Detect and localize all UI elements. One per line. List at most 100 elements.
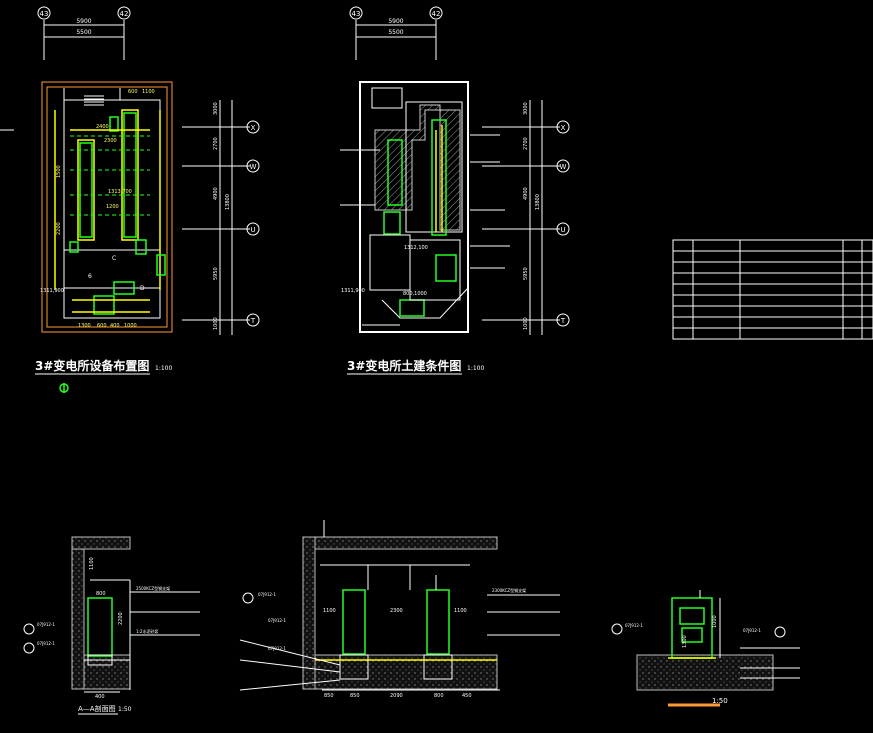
lbl-1000: 1000 (124, 323, 137, 329)
sa-dim-800: 800 (96, 591, 106, 597)
rdim-4-r: 13800 (535, 194, 541, 210)
rdim-5: 5950 (213, 267, 219, 280)
lbl-d: D (140, 285, 145, 292)
sb-note-4: 07J912-1 (268, 646, 286, 651)
axis-bubble-w-r (556, 159, 570, 173)
sb-dim-2: 2300 (390, 608, 403, 614)
rdim-3: 4900 (213, 187, 219, 200)
lbl-400: 400 (110, 323, 120, 329)
lbl-2300: 2300 (104, 138, 117, 144)
sb-dim-4: 850 (324, 693, 334, 699)
trench-left (387, 139, 403, 206)
lbl-800-1000: 800,1000 (403, 291, 427, 297)
lbl-600b: 600 (97, 323, 107, 329)
top-dim-1-r: 5900 (388, 18, 403, 25)
cabinet-a (87, 597, 113, 657)
axis-t: T (250, 317, 256, 325)
sa-note-3: 07J912-1 (37, 622, 55, 627)
sb-note-3: 07J912-1 (268, 618, 286, 623)
schedule-table (672, 239, 873, 340)
section-a: 1100 2200 800 400 2500KCZ型钢支架 1:2水泥砂浆 07… (23, 536, 200, 715)
axis-w-r: W (560, 163, 567, 171)
grid-bubble-42 (117, 6, 131, 20)
axis-bubble-x-r (556, 120, 570, 134)
grid-label-43-r: 43 (352, 10, 361, 18)
axis-u-r: U (560, 226, 565, 234)
top-dim-2-r: 5500 (388, 29, 403, 36)
lbl-2400: 2400 (96, 124, 109, 130)
plan-right-title: 3#变电所土建条件图 (347, 358, 461, 373)
sc-dim-1: 1000 (712, 615, 718, 628)
sb-dim-8: 450 (462, 693, 472, 699)
axis-u: U (250, 226, 255, 234)
lbl-600: 600 (128, 89, 138, 95)
switchgear-row-left (77, 139, 95, 241)
lbl-1311-900: 1311,900 (40, 288, 64, 294)
sb-dim-7: 800 (434, 693, 444, 699)
sa-dim-400: 400 (95, 694, 105, 700)
sc-note-2: 07J912-1 (743, 628, 761, 633)
section-b: 1100 2300 1100 850 850 2090 800 450 2300… (239, 520, 560, 699)
grid-bubble-43 (37, 6, 51, 20)
axis-t-r: T (560, 317, 566, 325)
sb-dim-3: 1100 (454, 608, 467, 614)
transformer (93, 295, 115, 315)
sb-dim-5: 850 (350, 693, 360, 699)
axis-bubble-t (246, 313, 260, 327)
grid-label-42-r: 42 (432, 10, 441, 18)
sa-note-2: 1:2水泥砂浆 (136, 628, 158, 634)
sc-note-1: 07J912-1 (625, 623, 643, 628)
axis-w: W (250, 163, 257, 171)
top-dim-1: 5900 (76, 18, 91, 25)
lbl-1200: 1200 (106, 204, 119, 210)
grid-bubble-43-r (349, 6, 363, 20)
rdim-2: 2700 (213, 137, 219, 150)
axis-bubble-x (246, 120, 260, 134)
section-a-scale: 1:50 (118, 706, 132, 713)
rdim-1-r: 3000 (523, 102, 529, 115)
axis-bubble-u-r (556, 222, 570, 236)
axis-bubble-w (246, 159, 260, 173)
rdim-6: 1000 (213, 317, 219, 330)
rdim-6-r: 1000 (523, 317, 529, 330)
plan-right: 43 42 5900 5500 1312,100 800,1000 1311,9… (340, 6, 570, 375)
axis-x-r: X (561, 124, 566, 132)
lbl-1100: 1100 (142, 89, 155, 95)
lbl-6: 6 (88, 273, 92, 280)
sb-note-1: 07J912-1 (258, 592, 276, 597)
outer-wall (41, 81, 173, 333)
trench-right (431, 119, 447, 236)
sa-note-1: 2500KCZ型钢支架 (136, 585, 170, 591)
rdim-1: 3000 (213, 102, 219, 115)
lbl-2200: 2200 (56, 222, 62, 235)
grid-label-43: 43 (40, 10, 49, 18)
top-dim-2: 5500 (76, 29, 91, 36)
axis-x: X (251, 124, 256, 132)
axis-bubble-u (246, 222, 260, 236)
rdim-2-r: 2700 (523, 137, 529, 150)
sb-note-2: 2300KCZ型钢支架 (492, 587, 526, 593)
section-c-scale: 1:50 (712, 697, 728, 705)
lbl-1312-100: 1312,100 (404, 245, 428, 251)
cabinet-b2 (426, 589, 450, 655)
lbl-1311-900-r: 1311,900 (341, 288, 365, 294)
sa-dim-1100: 1100 (89, 557, 95, 570)
rdim-4: 13800 (225, 194, 231, 210)
sa-note-4: 07J912-1 (37, 641, 55, 646)
grid-bubble-42-r (429, 6, 443, 20)
plan-left: 43 42 5900 5500 (0, 6, 260, 393)
switchgear-row-right (121, 109, 139, 241)
section-c: 1000 1300 07J912-1 07J912-1 1:50 (611, 590, 800, 707)
sc-dim-2: 1300 (682, 635, 688, 648)
axis-bubble-t-r (556, 313, 570, 327)
rdim-5-r: 5950 (523, 267, 529, 280)
lbl-c: C (112, 255, 116, 262)
outer-wall-r (359, 81, 469, 333)
plan-right-scale: 1:100 (467, 365, 484, 372)
sb-dim-1: 1100 (323, 608, 336, 614)
grid-label-42: 42 (120, 10, 129, 18)
plan-left-scale: 1:100 (155, 365, 172, 372)
section-a-title: A—A剖面图 (78, 704, 116, 713)
sa-dim-2200: 2200 (118, 612, 124, 625)
